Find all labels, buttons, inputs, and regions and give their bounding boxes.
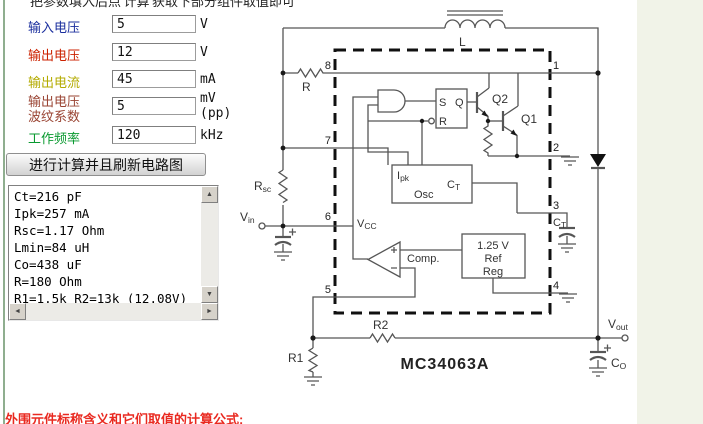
resistor-R: R [297, 67, 325, 94]
output-voltage-label: 输出电压 [28, 48, 81, 63]
right-arrow-icon: ► [206, 308, 213, 315]
comparator: Comp. VCC [357, 218, 439, 279]
vout-terminal: Vout [608, 317, 629, 342]
comparator-label: Comp. [407, 253, 439, 265]
scroll-right-button[interactable]: ► [201, 303, 218, 320]
pin-numbers: 8 7 6 5 1 2 3 4 [325, 60, 559, 296]
capacitor-input [274, 228, 296, 246]
pin-5: 5 [325, 284, 331, 296]
ref-reg-box: 1.25 V Ref Reg [461, 233, 526, 279]
ground-pin4 [559, 293, 577, 303]
ref-voltage-label: 1.25 V [477, 240, 509, 252]
resistor-Rsc: Rsc [254, 169, 289, 204]
q1-label: Q1 [521, 112, 537, 126]
ref-label: Ref [484, 253, 502, 265]
resistor-R1-label: R1 [288, 351, 304, 365]
pin-6: 6 [325, 211, 331, 223]
bottom-formula-note: 外围元件标称含义和它们取值的计算公式: [5, 412, 244, 424]
frequency-field[interactable] [112, 126, 196, 144]
transistor-q1: Q1 [488, 73, 537, 156]
ripple-unit-line1: mV [200, 91, 216, 106]
output-current-unit: mA [200, 72, 216, 87]
co-label: CO [611, 356, 627, 371]
resistor-Rsc-label: Rsc [254, 179, 272, 194]
vin-terminal: Vin [240, 210, 266, 230]
ct-internal-label: CT [447, 179, 460, 192]
ripple-field[interactable] [112, 97, 196, 115]
output-voltage-field[interactable] [112, 43, 196, 61]
vcc-label: VCC [357, 218, 377, 231]
results-textarea[interactable]: Ct=216 pF Ipk=257 mA Rsc=1.17 Ohm Lmin=8… [8, 185, 219, 321]
left-arrow-icon: ◄ [14, 308, 21, 315]
sr-latch: S Q R [428, 88, 468, 129]
frequency-label: 工作频率 [28, 131, 81, 146]
input-voltage-field[interactable] [112, 15, 196, 33]
resistor-q2-emitter [482, 121, 494, 156]
down-arrow-icon: ▼ [206, 291, 213, 298]
pin-2: 2 [553, 142, 559, 154]
results-text: Ct=216 pF Ipk=257 mA Rsc=1.17 Ohm Lmin=8… [14, 189, 188, 305]
osc-box: Ipk Osc CT [391, 164, 473, 204]
and-gate [377, 89, 406, 113]
ground-pin2 [561, 156, 579, 166]
pin-8: 8 [325, 60, 331, 72]
scroll-up-button[interactable]: ▲ [201, 186, 218, 203]
junction-dots [280, 70, 601, 341]
ipk-label: Ipk [397, 170, 410, 183]
ic-dashed-box [333, 48, 552, 315]
up-arrow-icon: ▲ [206, 191, 213, 198]
latch-q-label: Q [455, 97, 464, 109]
inductor-L: L [444, 10, 506, 49]
chip-name-label: MC34063A [401, 356, 490, 373]
transistor-q2: Q2 [475, 73, 508, 121]
output-current-field[interactable] [112, 70, 196, 88]
inductor-label: L [459, 35, 466, 49]
input-voltage-unit: V [200, 17, 208, 32]
external-wires [265, 27, 622, 377]
ground-r1 [304, 376, 322, 386]
scroll-down-button[interactable]: ▼ [201, 286, 218, 303]
output-voltage-unit: V [200, 45, 208, 60]
vertical-scrollbar[interactable]: ▲ ▼ [201, 186, 218, 303]
osc-label: Osc [414, 189, 434, 201]
frequency-unit: kHz [200, 128, 224, 143]
vin-label: Vin [240, 210, 255, 225]
capacitor-co: CO [589, 344, 627, 377]
input-voltage-label: 输入电压 [28, 20, 81, 35]
vout-label: Vout [608, 317, 628, 332]
resistor-R1: R1 [288, 347, 322, 386]
output-current-label: 输出电流 [28, 75, 81, 90]
horizontal-scrollbar[interactable]: ◄ ► [9, 303, 218, 320]
scroll-left-button[interactable]: ◄ [9, 303, 26, 320]
pin-7: 7 [325, 135, 331, 147]
diode [590, 154, 606, 170]
left-green-border [3, 0, 5, 424]
pin-4: 4 [553, 280, 559, 292]
ground-input [274, 251, 292, 261]
latch-r-label: R [439, 116, 447, 128]
pin-3: 3 [553, 200, 559, 212]
pin-1: 1 [553, 60, 559, 72]
ct-external-label: CT [553, 217, 566, 230]
resistor-R2: R2 [369, 318, 396, 344]
top-instruction-text: 把参数填入后点'计算'获取下部分组件取值即可 [30, 0, 295, 9]
reg-label: Reg [483, 266, 503, 278]
page-right-margin [637, 0, 703, 424]
ripple-label-line1: 输出电压 [28, 94, 81, 109]
resistor-R-label: R [302, 80, 311, 94]
resistor-R2-label: R2 [373, 318, 389, 332]
q2-label: Q2 [492, 92, 508, 106]
internal-wires [335, 96, 518, 298]
capacitor-ct: CT [553, 217, 576, 253]
ripple-label-line2: 波纹系数 [28, 109, 81, 124]
calculate-button[interactable]: 进行计算并且刷新电路图 [6, 153, 206, 176]
ground-co [589, 367, 607, 377]
ripple-unit-line2: (pp) [200, 106, 232, 121]
latch-s-label: S [439, 97, 446, 109]
